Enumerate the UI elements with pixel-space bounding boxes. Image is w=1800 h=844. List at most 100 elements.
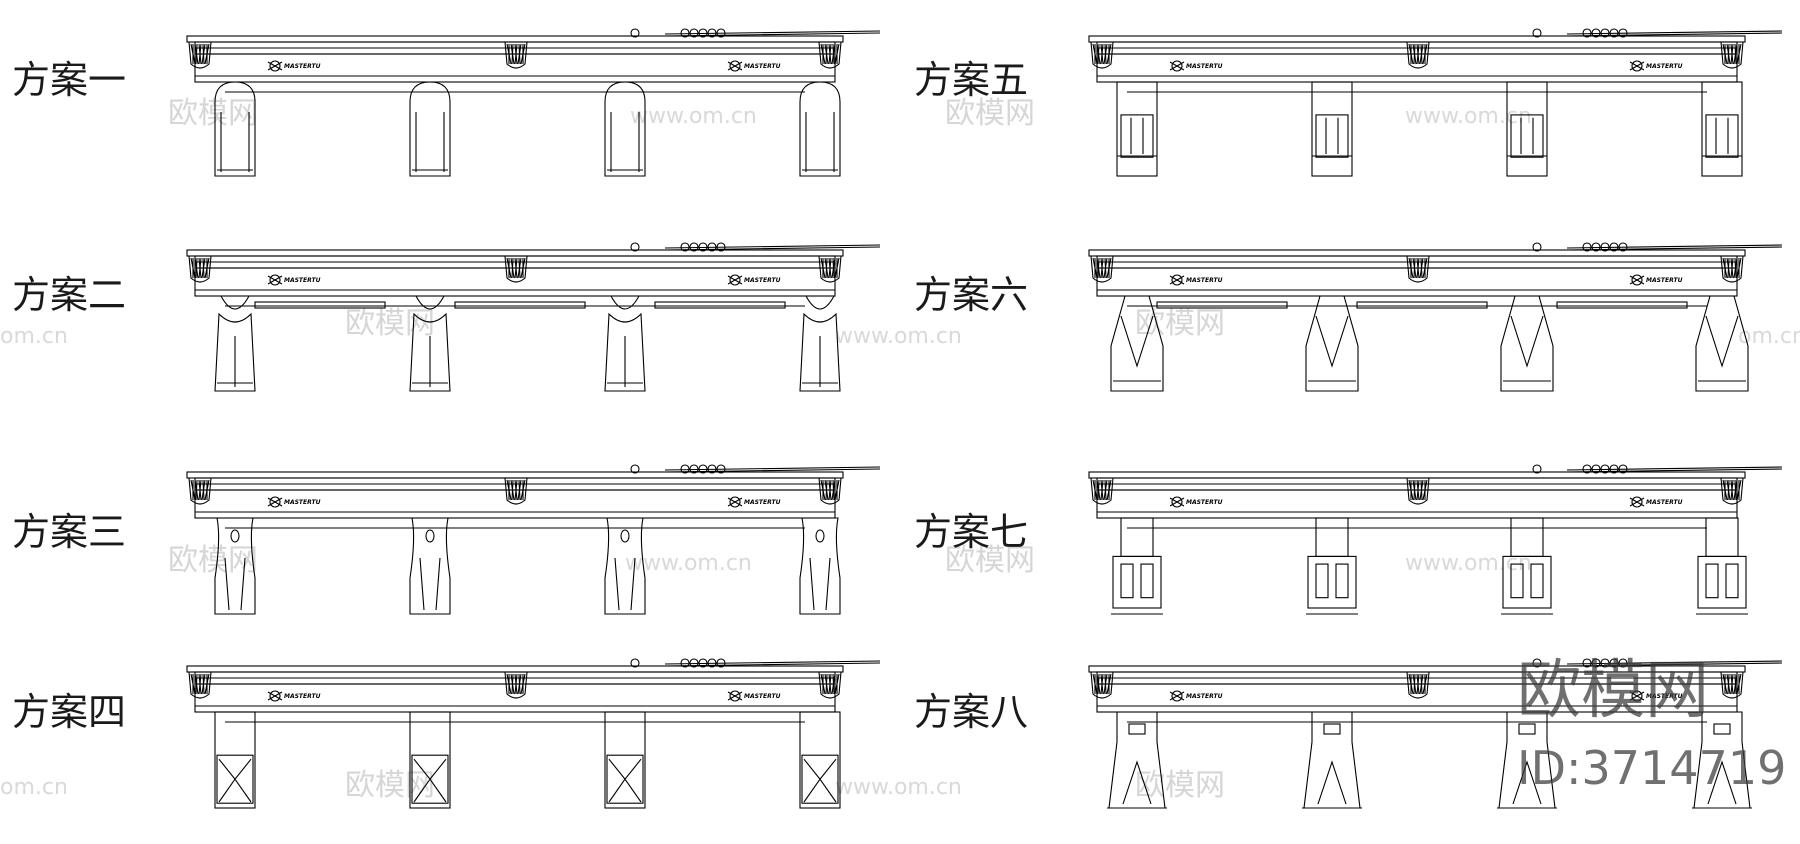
table-leg: [799, 295, 841, 392]
net-line: [195, 673, 198, 695]
leg-slot: [1530, 563, 1544, 599]
outline-path: [409, 517, 451, 615]
brand-name: MASTERTU: [744, 277, 781, 284]
faint-url-2: www.om.cn: [1405, 104, 1532, 129]
stretcher-slot: [1356, 301, 1488, 309]
billiard-ball: [707, 28, 717, 38]
brand-logo: MASTERTU: [1629, 274, 1683, 286]
brand-logo: MASTERTU: [727, 690, 781, 702]
net-line: [202, 43, 205, 65]
leg-panel: [216, 754, 254, 804]
brand-logo: MASTERTU: [267, 496, 321, 508]
crest-icon: [1631, 690, 1643, 702]
net-line: [1104, 257, 1107, 279]
leg-emblem: [620, 529, 630, 543]
brand-logo: MASTERTU: [267, 690, 321, 702]
faint-url-4: www.om.cn: [625, 551, 752, 576]
stretcher-slot: [454, 301, 586, 309]
apron: [1096, 683, 1738, 713]
leg-diamond: [218, 758, 252, 803]
leg-notch: [1713, 723, 1731, 735]
net-line: [832, 673, 835, 695]
outline-path: [1110, 295, 1164, 392]
brand-name: MASTERTU: [1186, 277, 1223, 284]
outline-rect: [604, 711, 646, 809]
table-leg: [604, 711, 646, 809]
outline-line: [224, 557, 230, 611]
brand-name: MASTERTU: [1646, 499, 1683, 506]
net-line: [1730, 257, 1734, 279]
faint-watermark-6: 欧模网: [945, 543, 1035, 578]
billiard-ball: [680, 28, 690, 38]
crest-cue-line: [267, 61, 283, 71]
billiard-ball: [707, 658, 717, 668]
pocket-net: [1090, 41, 1114, 69]
crest-icon: [269, 690, 281, 702]
pocket-outline: [1090, 255, 1114, 283]
net-line: [195, 479, 198, 501]
net-line: [514, 43, 518, 65]
billiard-table: MASTERTU MASTERTU: [1088, 242, 1783, 392]
net-line: [1420, 257, 1423, 279]
pocket-outline: [1090, 41, 1114, 69]
cue-stick: [1566, 660, 1783, 665]
cue-stick: [1566, 30, 1783, 35]
pocket-net: [504, 477, 528, 505]
net-line: [1727, 257, 1730, 279]
net-line: [1730, 673, 1734, 695]
billiard-ball: [1591, 242, 1601, 252]
brand-logo: MASTERTU: [727, 274, 781, 286]
crest-cue-line: [1169, 61, 1185, 71]
crest-cue-line: [1629, 497, 1645, 507]
brand-name: MASTERTU: [284, 499, 321, 506]
billiard-ball: [1582, 242, 1592, 252]
net-line: [1097, 43, 1100, 65]
leg-slot: [1335, 563, 1349, 599]
pocket-net: [1720, 255, 1744, 283]
net-line: [1413, 43, 1416, 65]
brand-name: MASTERTU: [284, 693, 321, 700]
pocket-net: [1090, 255, 1114, 283]
outline-line: [419, 557, 425, 611]
cue-ball: [1532, 242, 1542, 252]
leg-arch: [1317, 760, 1347, 805]
pocket-outline: [504, 671, 528, 699]
pocket-net: [1720, 671, 1744, 699]
outline-rect: [1701, 81, 1743, 177]
net-line: [511, 673, 514, 695]
billiard-ball: [1609, 658, 1619, 668]
pocket-outline: [818, 477, 842, 505]
outline-path: [409, 312, 451, 392]
crest-cue-line: [1169, 691, 1185, 701]
leg-diamond: [803, 758, 837, 803]
stretcher-slot: [1556, 301, 1688, 309]
faint-url-5: www.om.cn: [1405, 551, 1532, 576]
net-line: [828, 43, 832, 65]
billiard-ball: [680, 242, 690, 252]
leg-slot: [1510, 563, 1524, 599]
net-line: [1420, 43, 1423, 65]
net-line: [825, 479, 828, 501]
net-line: [1413, 479, 1416, 501]
pocket-outline: [1406, 671, 1430, 699]
net-line: [828, 479, 832, 501]
table-leg: [1116, 81, 1158, 177]
net-line: [1416, 673, 1420, 695]
leg-slot: [1705, 563, 1719, 599]
leg-vee: [1120, 315, 1154, 368]
table-leg: [1305, 295, 1359, 392]
billiard-ball: [1582, 658, 1592, 668]
net-line: [1727, 479, 1730, 501]
billiard-ball: [1582, 28, 1592, 38]
net-line: [518, 479, 521, 501]
cue-ball: [630, 658, 640, 668]
billiard-ball: [1600, 464, 1610, 474]
crest-cue-line: [1629, 61, 1645, 71]
pocket-outline: [1090, 671, 1114, 699]
net-line: [1413, 673, 1416, 695]
table-leg: [1701, 81, 1743, 177]
